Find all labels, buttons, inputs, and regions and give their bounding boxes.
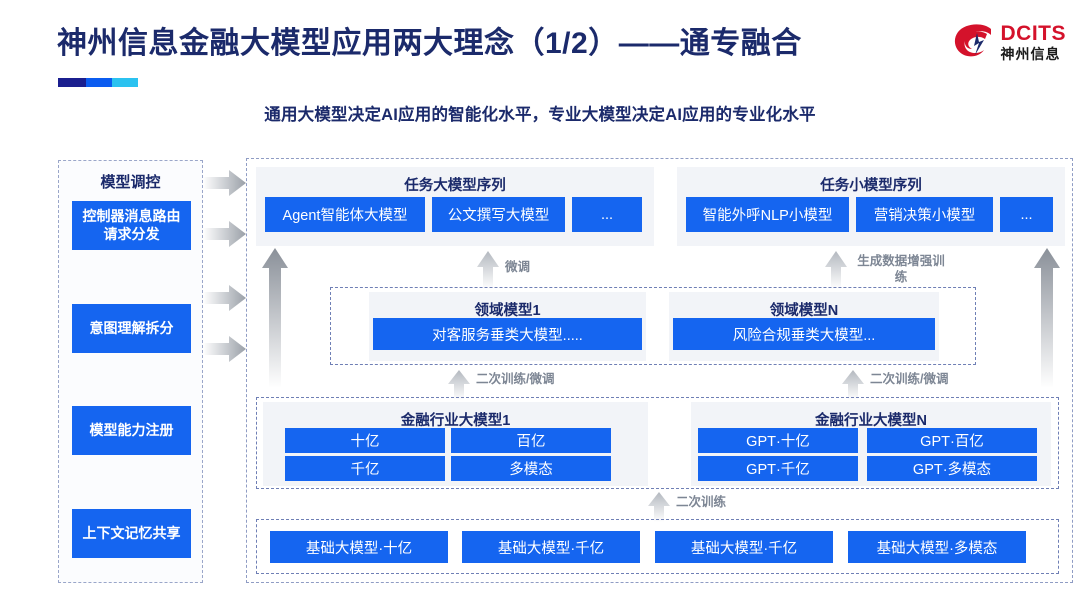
brand-logo: DCITS 神州信息 [953, 22, 1067, 62]
chip-indn-gpt-multimodal[interactable]: GPT·多模态 [867, 456, 1037, 481]
domain-model-n-panel: 领域模型N 风险合规垂类大模型... [669, 292, 939, 361]
model-control-panel: 模型调控 控制器消息路由请求分发 意图理解拆分 模型能力注册 上下文记忆共享 [58, 160, 203, 583]
chip-indn-gpt-hundred-billion[interactable]: GPT·千亿 [698, 456, 858, 481]
chip-foundation-billion[interactable]: 基础大模型·十亿 [270, 531, 448, 563]
up-arrow-icon-retrain-left [448, 370, 470, 400]
up-arrow-icon-data-augment [825, 251, 847, 289]
accent-segment-2 [86, 78, 112, 87]
chip-ind1-hundred-billion[interactable]: 千亿 [285, 456, 445, 481]
arrow-label-retrain-finetune-right: 二次训练/微调 [870, 372, 949, 386]
domain-model-n-title: 领域模型N [769, 303, 839, 319]
up-arrow-icon-retrain-center [648, 492, 670, 522]
chip-risk-compliance-vertical-model[interactable]: 风险合规垂类大模型... [673, 318, 935, 350]
industry-model-1-title: 金融行业大模型1 [400, 413, 511, 429]
sidebar-item-capability-register[interactable]: 模型能力注册 [72, 406, 191, 455]
chip-foundation-multimodal[interactable]: 基础大模型·多模态 [848, 531, 1026, 563]
up-arrow-icon-retrain-right [842, 370, 864, 400]
up-arrow-icon-finetune [477, 251, 499, 289]
chip-task-small-more[interactable]: ... [1000, 197, 1053, 232]
right-arrow-icon-4 [203, 336, 246, 362]
chip-ind1-multimodal[interactable]: 多模态 [451, 456, 611, 481]
chip-marketing-decision-model[interactable]: 营销决策小模型 [856, 197, 993, 232]
task-small-panel: 任务小模型序列 智能外呼NLP小模型 营销决策小模型 ... [677, 167, 1065, 246]
accent-segment-3 [112, 78, 138, 87]
chip-task-large-more[interactable]: ... [572, 197, 642, 232]
chip-outbound-nlp-model[interactable]: 智能外呼NLP小模型 [686, 197, 849, 232]
arrow-label-data-augment: 生成数据增强训练 [857, 254, 945, 284]
architecture-container: 任务大模型序列 Agent智能体大模型 公文撰写大模型 ... 任务小模型序列 … [246, 158, 1073, 583]
chip-foundation-trillion-b[interactable]: 基础大模型·千亿 [655, 531, 833, 563]
chip-customer-service-vertical-model[interactable]: 对客服务垂类大模型..... [373, 318, 642, 350]
up-arrow-icon-long-right [1034, 248, 1060, 388]
chip-document-writing-model[interactable]: 公文撰写大模型 [432, 197, 565, 232]
domain-model-group: 领域模型1 对客服务垂类大模型..... 领域模型N 风险合规垂类大模型... [330, 287, 976, 365]
chip-ind1-ten-billion[interactable]: 百亿 [451, 428, 611, 453]
arrow-label-finetune: 微调 [505, 260, 531, 274]
logo-text-cn: 神州信息 [1000, 46, 1061, 62]
chip-indn-gpt-billion[interactable]: GPT·十亿 [698, 428, 858, 453]
title-accent-bar [58, 78, 138, 87]
domain-model-1-title: 领域模型1 [474, 303, 541, 319]
dcits-swirl-icon [954, 24, 991, 57]
task-large-title: 任务大模型序列 [404, 178, 506, 194]
industry-model-n-title: 金融行业大模型N [815, 413, 927, 429]
industry-model-1-panel: 金融行业大模型1 十亿 百亿 千亿 多模态 [263, 402, 648, 486]
chip-ind1-billion[interactable]: 十亿 [285, 428, 445, 453]
domain-model-1-panel: 领域模型1 对客服务垂类大模型..... [369, 292, 646, 361]
model-control-title: 模型调控 [100, 174, 161, 191]
task-small-title: 任务小模型序列 [820, 178, 922, 194]
sidebar-item-intent-parsing[interactable]: 意图理解拆分 [72, 304, 191, 353]
right-arrow-icon-2 [203, 221, 246, 247]
sidebar-item-context-memory[interactable]: 上下文记忆共享 [72, 509, 191, 558]
accent-segment-1 [58, 78, 86, 87]
task-large-panel: 任务大模型序列 Agent智能体大模型 公文撰写大模型 ... [256, 167, 654, 246]
arrow-label-retrain: 二次训练 [676, 495, 727, 509]
right-arrow-icon-3 [203, 285, 246, 311]
foundation-model-group: 基础大模型·十亿 基础大模型·千亿 基础大模型·千亿 基础大模型·多模态 [256, 519, 1059, 574]
right-arrow-icon-1 [203, 170, 246, 196]
industry-model-n-panel: 金融行业大模型N GPT·十亿 GPT·百亿 GPT·千亿 GPT·多模态 [691, 402, 1051, 486]
page-title: 神州信息金融大模型应用两大理念（1/2）——通专融合 [57, 27, 802, 60]
sidebar-item-controller-routing[interactable]: 控制器消息路由请求分发 [72, 201, 191, 250]
arrow-label-retrain-finetune-left: 二次训练/微调 [476, 372, 555, 386]
industry-model-group: 金融行业大模型1 十亿 百亿 千亿 多模态 金融行业大模型N GPT·十亿 GP… [256, 397, 1059, 489]
page-subtitle: 通用大模型决定AI应用的智能化水平，专业大模型决定AI应用的专业化水平 [264, 106, 816, 124]
chip-foundation-trillion-a[interactable]: 基础大模型·千亿 [462, 531, 640, 563]
up-arrow-icon-long-left [262, 248, 288, 388]
chip-indn-gpt-ten-billion[interactable]: GPT·百亿 [867, 428, 1037, 453]
chip-agent-large-model[interactable]: Agent智能体大模型 [265, 197, 425, 232]
logo-text-en: DCITS [1000, 22, 1066, 45]
